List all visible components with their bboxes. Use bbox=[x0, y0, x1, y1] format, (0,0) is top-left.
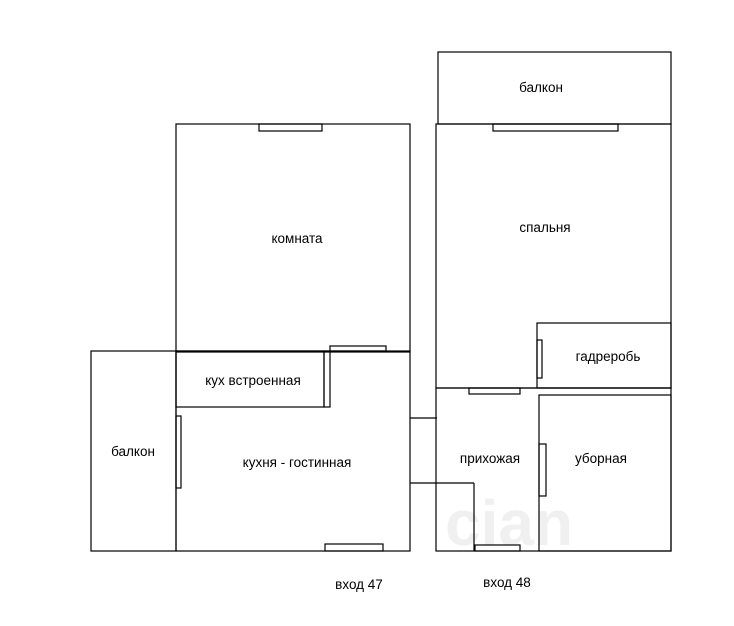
room-balcony-left bbox=[90, 350, 177, 552]
label-bedroom: спальня bbox=[519, 220, 570, 235]
watermark: cian bbox=[445, 487, 573, 559]
door-entrance-48 bbox=[474, 544, 521, 552]
window-kitchen-top bbox=[329, 345, 387, 352]
door-wardrobe bbox=[536, 339, 543, 379]
partition-kitchen bbox=[323, 350, 331, 408]
door-hallway bbox=[468, 387, 521, 395]
window-room bbox=[258, 123, 323, 132]
label-wardrobe: гадреробь bbox=[576, 349, 641, 364]
label-balcony-left: балкон bbox=[111, 444, 155, 459]
window-bedroom bbox=[492, 123, 619, 132]
label-balcony-top: балкон bbox=[519, 80, 563, 95]
label-entrance-47: вход 47 bbox=[335, 577, 383, 592]
window-kitchen bbox=[324, 543, 384, 552]
label-entrance-48: вход 48 bbox=[483, 575, 531, 590]
label-kitchen-built-in: кух встроенная bbox=[205, 373, 301, 388]
door-balcony-left bbox=[175, 415, 182, 489]
label-room: комната bbox=[271, 231, 323, 246]
label-kitchen-living: кухня - гостинная bbox=[243, 455, 352, 470]
label-bathroom: уборная bbox=[575, 451, 627, 466]
label-hallway: прихожая bbox=[460, 451, 520, 466]
door-bathroom bbox=[538, 443, 547, 497]
